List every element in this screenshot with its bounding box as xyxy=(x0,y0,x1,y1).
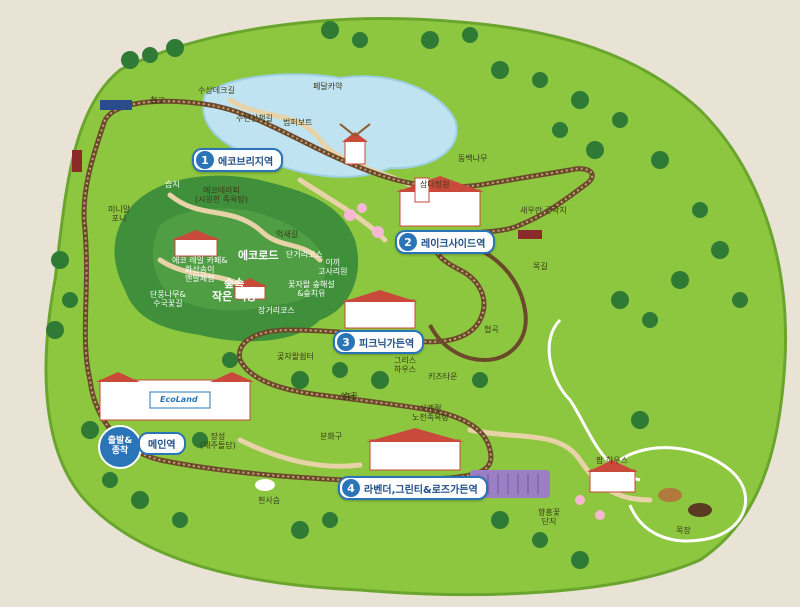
label-ecotherapy: 에코테라피 (시원한 족욕탕) xyxy=(195,186,248,205)
forest-reading-building xyxy=(233,278,267,300)
label-samda-garden: 삼다정원 xyxy=(420,180,450,189)
label-water-deck: 수상데크길 xyxy=(198,86,235,95)
station-number: 1 xyxy=(196,151,214,169)
label-stone-wall: 장성 (제주돌담) xyxy=(200,432,236,451)
label-white-deer: 흰사슴 xyxy=(258,496,281,505)
windmill xyxy=(339,123,371,165)
white-deer xyxy=(255,479,275,491)
label-forest-healing: 꽃자왈 숲해설 &숲치유 xyxy=(288,280,335,299)
station-name: 라벤더,그린티&로즈가든역 xyxy=(364,484,478,496)
label-lakeside-walk: 수변산책길 xyxy=(236,114,273,123)
label-long-course: 장거리코스 xyxy=(258,306,295,315)
eco-cafe-building xyxy=(172,230,220,257)
horses xyxy=(658,488,712,517)
station-name: 에코브리지역 xyxy=(218,156,274,168)
lakeside-station-building xyxy=(396,176,484,227)
picnic-station-building xyxy=(342,290,418,329)
label-pedal-kayak: 페달카약 xyxy=(313,82,343,91)
label-canyon: 협곡 xyxy=(484,325,499,334)
label-sumgol: 숨골 xyxy=(343,392,358,401)
label-wetland: 습지 xyxy=(165,180,180,189)
label-camellia: 동백나무 xyxy=(458,154,488,163)
label-mini-pony: 미니말 포니 xyxy=(108,205,131,224)
label-flower-complex: 향흥꽃 단지 xyxy=(538,508,561,527)
station-lavender-garden[interactable]: 4 라벤더,그린티&로즈가든역 xyxy=(338,476,488,500)
station-eco-bridge[interactable]: 1 에코브리지역 xyxy=(192,148,284,172)
trees xyxy=(46,21,748,569)
label-moss-fern: 이끼 고사리원 xyxy=(318,258,348,277)
label-gotjawal-rest: 곶자왈쉼터 xyxy=(277,352,314,361)
station-lakeside[interactable]: 2 레이크사이드역 xyxy=(395,230,496,254)
train-right xyxy=(518,230,542,239)
station-number: 2 xyxy=(399,233,417,251)
label-kids-town: 키즈타운 xyxy=(428,372,458,381)
lavender-station-building xyxy=(366,428,464,471)
label-crater: 분화구 xyxy=(320,432,343,441)
lavender-field xyxy=(470,470,550,498)
label-farm-house: 팜 하우스 xyxy=(596,456,628,465)
label-bridge: 철교 xyxy=(150,96,165,105)
station-number: 3 xyxy=(337,333,355,351)
label-maple-path: 단풍나무& 수국꽃길 xyxy=(150,290,186,309)
label-reed-path: 억새길 xyxy=(276,230,299,239)
blossoms xyxy=(344,203,605,520)
label-eco-cafe: 에코 레일 카페& 화산송이 맨발체험 xyxy=(172,256,228,284)
label-ranch: 목장 xyxy=(676,526,691,535)
label-forest-reading: 숲속 작은 책방 xyxy=(212,277,257,303)
label-rest-area: 쉼터 xyxy=(340,392,355,401)
station-picnic-garden[interactable]: 3 피크닉가든역 xyxy=(333,330,425,354)
label-short-course: 단거리코스 xyxy=(286,250,323,259)
label-bumper-boat: 범퍼보트 xyxy=(283,118,313,127)
farm-house-building xyxy=(587,460,638,493)
label-greece-house: 그리스 하우스 xyxy=(394,356,417,375)
station-number: 4 xyxy=(342,479,360,497)
train-top xyxy=(100,100,132,110)
start-end-badge: 출발& 종착 xyxy=(98,425,142,469)
label-foot-bath: 사계절 노천족욕탕 xyxy=(412,404,449,423)
train-left xyxy=(72,150,82,172)
station-name: 레이크사이드역 xyxy=(421,238,486,250)
label-ecoroad: 에코로드 xyxy=(238,249,279,262)
main-station-building xyxy=(96,372,254,421)
label-park-sign: EcoLand xyxy=(160,395,198,404)
station-name: 피크닉가든역 xyxy=(359,338,415,350)
label-wood-path: 목길 xyxy=(533,262,548,271)
main-station-label[interactable]: 메인역 xyxy=(138,432,186,455)
label-shrimp-orchid: 새우란 군락지 xyxy=(520,206,567,215)
